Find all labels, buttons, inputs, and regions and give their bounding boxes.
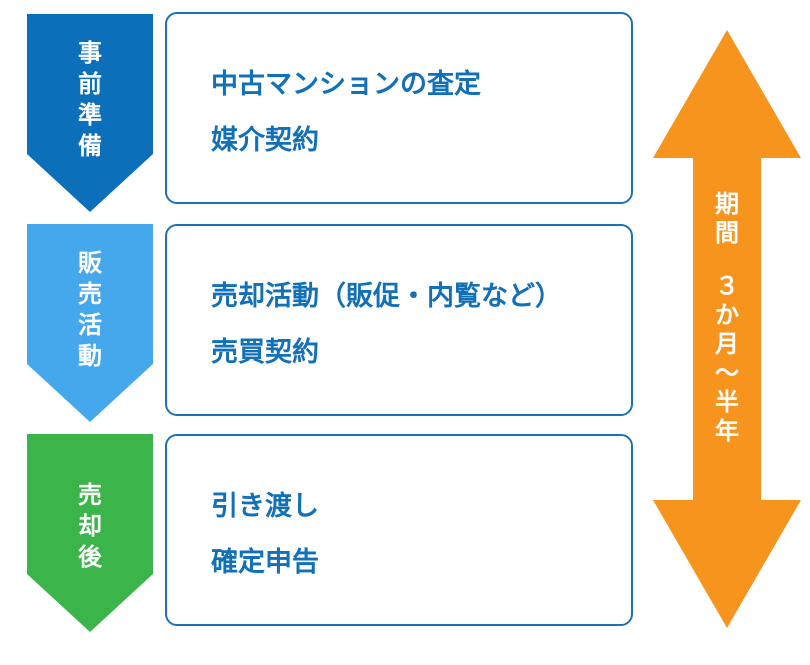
period-label-char: ３: [715, 272, 739, 300]
period-label-char: 年: [715, 417, 739, 445]
task-brokerage-contract: 媒介契約: [211, 125, 319, 156]
stage-box-after-sale: 引き渡し 確定申告: [165, 434, 633, 626]
stage-arrow-after-sale: 売 却 後: [27, 434, 153, 632]
double-arrow-icon: [653, 30, 801, 628]
chevron-down-icon: [27, 14, 153, 212]
chevron-down-icon: [27, 224, 153, 422]
stage-label-char: 却: [78, 512, 102, 540]
stage-label-char: 事: [78, 39, 102, 67]
stage-label-sales: 販 売 活 動: [27, 248, 153, 372]
task-handover: 引き渡し: [211, 491, 319, 522]
period-label-char: 月: [715, 330, 739, 358]
stage-label-after-sale: 売 却 後: [27, 480, 153, 573]
period-label-char: 半: [715, 388, 739, 416]
period-label-char: 〜: [715, 359, 739, 387]
stage-box-preparation: 中古マンションの査定 媒介契約: [165, 12, 633, 204]
task-sales-activity: 売却活動（販促・内覧など）: [211, 281, 562, 312]
stage-label-char: 備: [78, 132, 102, 160]
period-label: 期 間 ３ か 月 〜 半 年: [707, 190, 747, 446]
stage-box-sales: 売却活動（販促・内覧など） 売買契約: [165, 224, 633, 416]
stage-label-char: 活: [78, 311, 102, 339]
period-label-char: 期: [715, 190, 739, 218]
chevron-down-icon: [27, 434, 153, 632]
stage-label-char: 動: [78, 342, 102, 370]
stage-label-char: 後: [78, 543, 102, 571]
stage-label-char: 販: [78, 249, 102, 277]
period-double-arrow: 期 間 ３ か 月 〜 半 年: [653, 30, 801, 628]
stage-label-char: 準: [78, 101, 102, 129]
stage-label-char: 前: [78, 70, 102, 98]
stage-label-preparation: 事 前 準 備: [27, 38, 153, 162]
stage-arrow-sales: 販 売 活 動: [27, 224, 153, 422]
stage-label-char: 売: [78, 280, 102, 308]
period-label-char: 間: [715, 219, 739, 247]
stage-arrow-preparation: 事 前 準 備: [27, 14, 153, 212]
task-sales-contract: 売買契約: [211, 337, 319, 368]
task-appraisal: 中古マンションの査定: [211, 69, 481, 100]
period-label-char: か: [715, 301, 739, 329]
task-tax-return: 確定申告: [211, 547, 319, 578]
stage-label-char: 売: [78, 481, 102, 509]
